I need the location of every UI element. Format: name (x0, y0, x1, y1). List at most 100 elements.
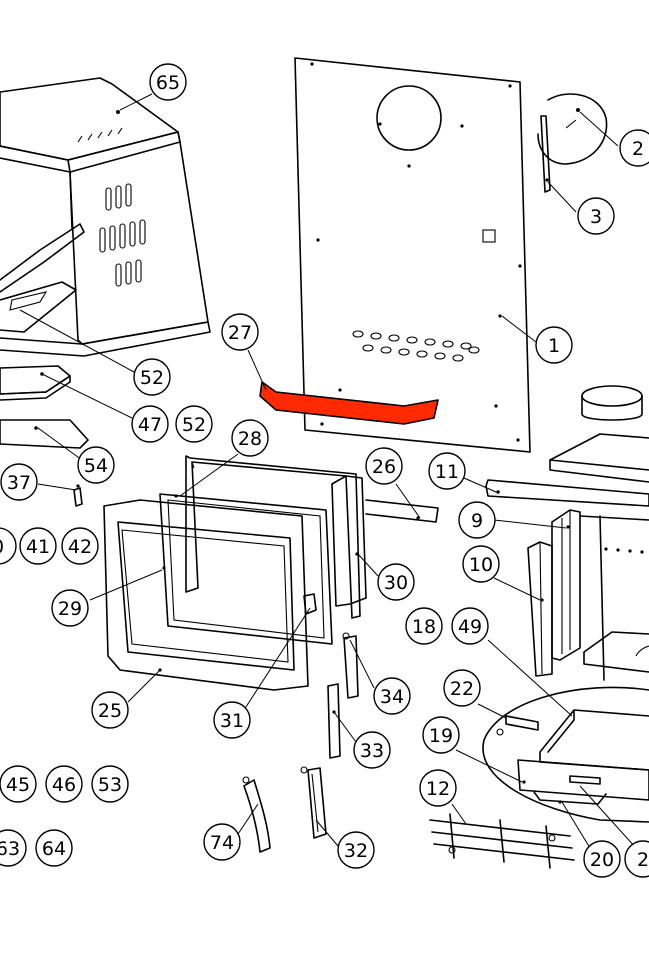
callout-circle (535, 326, 573, 364)
callout-74: 74 (203, 823, 241, 861)
callout-45: 45 (0, 765, 37, 803)
part-32-handle (300, 766, 327, 839)
callout-circle (353, 731, 391, 769)
right-firebox (579, 515, 649, 681)
callout-circle (133, 358, 171, 396)
callout-32: 32 (337, 831, 375, 869)
callout-circle (91, 765, 129, 803)
callout-11: 11 (428, 452, 466, 490)
callout-65: 65 (149, 63, 187, 101)
callout-number: 34 (380, 686, 404, 708)
leader-lines (19, 93, 637, 849)
callout-34: 34 (373, 677, 411, 715)
part-11-bar (485, 479, 649, 507)
callout-number: 3 (590, 206, 602, 228)
callout-number: 54 (84, 455, 108, 477)
callout-30: 30 (377, 563, 415, 601)
part-25-door (103, 499, 317, 691)
callout-labels: 6523152475227282611543790414229301018493… (0, 63, 649, 878)
callout-number: 0 (0, 536, 4, 558)
callout-19: 19 (422, 716, 460, 754)
callout-number: 74 (210, 832, 234, 854)
back-plate-slots (352, 330, 480, 362)
callout-number: 42 (68, 536, 92, 558)
callout-53: 53 (91, 765, 129, 803)
callout-27: 27 (221, 313, 259, 351)
callout-29: 29 (51, 589, 89, 627)
callout-circle (0, 765, 37, 803)
callout-circle (583, 840, 621, 878)
part-34-hinge (342, 632, 359, 699)
right-top-plate (549, 433, 649, 483)
part-27-highlighted (259, 381, 439, 425)
callout-41: 41 (19, 527, 57, 565)
callout-circle (619, 129, 649, 167)
callout-number: 53 (98, 774, 122, 796)
callout-number: 20 (590, 849, 614, 871)
callout-circle (131, 405, 169, 443)
callout-42: 42 (61, 527, 99, 565)
callout-46: 46 (45, 765, 83, 803)
callout-33: 33 (353, 731, 391, 769)
callout-circle (231, 419, 269, 457)
callout-number: 12 (426, 778, 450, 800)
part-9-side-brick (551, 509, 581, 661)
callout-number: 27 (228, 322, 252, 344)
callout-number: 52 (140, 367, 164, 389)
callout-47: 47 (131, 405, 169, 443)
callout-12: 12 (419, 769, 457, 807)
callout-circle (91, 691, 129, 729)
part-1-back-plate (294, 57, 531, 453)
callout-20: 20 (583, 840, 621, 878)
callout-number: 65 (156, 72, 180, 94)
callout-54: 54 (77, 446, 115, 484)
callout-number: 31 (220, 710, 244, 732)
part-74-handle (242, 776, 271, 853)
callout-number: 32 (344, 840, 368, 862)
callout-circle (221, 313, 259, 351)
callout-0: 0 (0, 527, 17, 565)
callout-circle (419, 769, 457, 807)
callout-circle (422, 716, 460, 754)
callout-49: 49 (451, 607, 489, 645)
callout-circle (373, 677, 411, 715)
callout-circle (624, 840, 649, 878)
callout-64: 64 (35, 829, 73, 867)
part-10-side-brick (527, 541, 553, 677)
callout-number: 45 (6, 774, 30, 796)
callout-number: 52 (182, 414, 206, 436)
callout-circle (428, 452, 466, 490)
callout-25: 25 (91, 691, 129, 729)
part-2-damper-disc (537, 93, 608, 165)
callout-circle (35, 829, 73, 867)
callout-9: 9 (458, 501, 496, 539)
callout-number: 2 (637, 849, 649, 871)
part-glass-gasket (159, 493, 333, 645)
callout-circle (203, 823, 241, 861)
callout-1: 1 (535, 326, 573, 364)
callout-circle (19, 527, 57, 565)
callout-circle (213, 701, 251, 739)
callout-circle (175, 405, 213, 443)
callout-circle (45, 765, 83, 803)
callout-number: 41 (26, 536, 50, 558)
callout-10: 10 (462, 545, 500, 583)
callout-number: 2 (632, 138, 644, 160)
part-54-plate (0, 419, 89, 449)
callout-2: 2 (624, 840, 649, 878)
callout-22: 22 (443, 669, 481, 707)
callout-number: 49 (458, 616, 482, 638)
callout-number: 9 (471, 510, 483, 532)
callout-circle (0, 527, 17, 565)
part-12-grate (429, 813, 575, 869)
callout-number: 10 (469, 554, 493, 576)
callout-52: 52 (175, 405, 213, 443)
callout-number: 28 (238, 428, 262, 450)
callout-circle (577, 197, 615, 235)
part-33-hinge (327, 683, 341, 759)
callout-number: 63 (0, 838, 20, 860)
callout-circle (337, 831, 375, 869)
part-37-clip (73, 484, 83, 507)
part-65-hood (0, 77, 211, 357)
